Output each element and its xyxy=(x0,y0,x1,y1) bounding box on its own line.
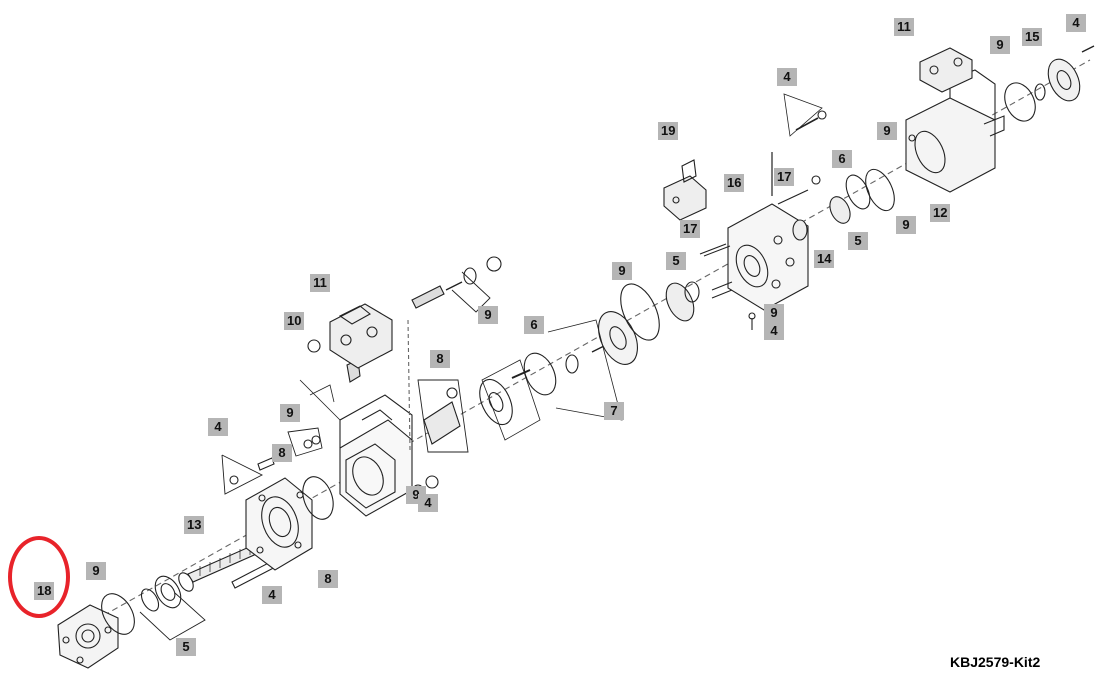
kit-code-label: KBJ2579-Kit2 xyxy=(950,654,1041,670)
callout-9-bottom[interactable]: 9 xyxy=(86,562,106,580)
callout-7[interactable]: 7 xyxy=(604,402,624,420)
callout-4-bottom[interactable]: 4 xyxy=(262,586,282,604)
callout-11-right[interactable]: 11 xyxy=(894,18,914,36)
callout-5-right[interactable]: 5 xyxy=(848,232,868,250)
callout-6-center[interactable]: 6 xyxy=(524,316,544,334)
callout-8-swash[interactable]: 8 xyxy=(430,350,450,368)
callout-8-flange-bottom[interactable]: 8 xyxy=(318,570,338,588)
callout-16[interactable]: 16 xyxy=(724,174,745,192)
callout-5-bottom[interactable]: 5 xyxy=(176,638,196,656)
callout-11-left[interactable]: 11 xyxy=(310,274,330,292)
end-cover-part-18 xyxy=(57,604,119,669)
callout-4-plug[interactable]: 4 xyxy=(418,494,438,512)
callout-12[interactable]: 12 xyxy=(930,204,951,222)
front-flange xyxy=(245,477,313,571)
callout-9-rear[interactable]: 9 xyxy=(764,304,784,322)
callout-4-top[interactable]: 4 xyxy=(777,68,797,86)
left-regulator xyxy=(329,303,393,369)
callout-5-center[interactable]: 5 xyxy=(666,252,686,270)
callout-13[interactable]: 13 xyxy=(184,516,205,534)
callout-10[interactable]: 10 xyxy=(284,312,305,330)
callout-19[interactable]: 19 xyxy=(658,122,679,140)
callout-6-right[interactable]: 6 xyxy=(832,150,852,168)
callout-9-mid-right[interactable]: 9 xyxy=(877,122,897,140)
callout-14[interactable]: 14 xyxy=(814,250,835,268)
callout-9-center[interactable]: 9 xyxy=(612,262,632,280)
callout-17-lower[interactable]: 17 xyxy=(680,220,701,238)
callout-9-spring[interactable]: 9 xyxy=(478,306,498,324)
callout-4-top-right[interactable]: 4 xyxy=(1066,14,1086,32)
callout-8-flange-top[interactable]: 8 xyxy=(272,444,292,462)
callout-9-far-right[interactable]: 9 xyxy=(896,216,916,234)
callout-4-left[interactable]: 4 xyxy=(208,418,228,436)
callout-4-rear[interactable]: 4 xyxy=(764,322,784,340)
callout-17-upper[interactable]: 17 xyxy=(774,168,795,186)
assembled-pump xyxy=(905,69,1005,193)
swash-plate xyxy=(417,379,469,453)
callout-9-right[interactable]: 9 xyxy=(990,36,1010,54)
callout-18[interactable]: 18 xyxy=(34,582,55,600)
callout-15[interactable]: 15 xyxy=(1022,28,1043,46)
callout-9-left[interactable]: 9 xyxy=(280,404,300,422)
rear-housing xyxy=(727,203,809,311)
main-housing xyxy=(339,394,413,517)
